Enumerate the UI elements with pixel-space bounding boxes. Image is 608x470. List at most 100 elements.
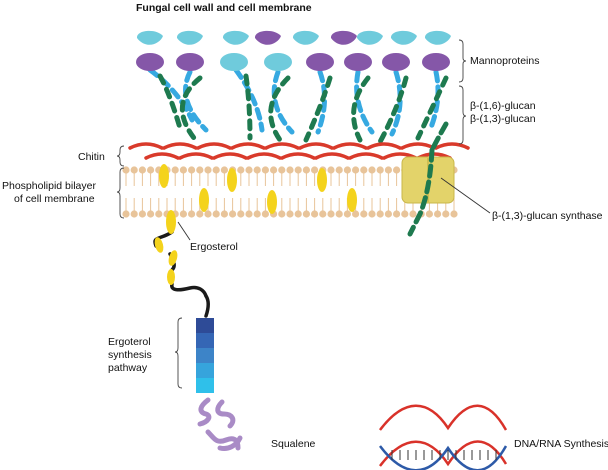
lipid-head (376, 210, 384, 218)
lipid-head (343, 166, 351, 174)
lipid-head (220, 166, 228, 174)
lipid-head (335, 210, 343, 218)
lipid-head (196, 166, 204, 174)
glucan-strand (303, 75, 333, 143)
ergosterol-chain (153, 210, 211, 318)
lipid-head (343, 210, 351, 218)
lipid-head (179, 166, 187, 174)
lipid-head (311, 166, 319, 174)
dna-strand (379, 440, 508, 467)
label-pathway-line1: Ergoterol (108, 336, 151, 348)
lipid-head (196, 210, 204, 218)
mannoprotein (176, 30, 203, 45)
lipid-head (147, 210, 155, 218)
lipid-head (237, 210, 245, 218)
glucan-strand (351, 75, 371, 143)
pathway-segment (196, 363, 214, 378)
lipid-head (237, 166, 245, 174)
chitin-fiber (196, 142, 232, 150)
chitin-fiber (332, 142, 368, 150)
label-glucan-synthase: β-(1,3)-glucan synthase (492, 210, 603, 222)
ergosterol-pathway-bar (196, 318, 214, 393)
lipid-head (393, 210, 401, 218)
lipid-head (327, 166, 335, 174)
lipid-head (360, 166, 368, 174)
lipid-head (286, 210, 294, 218)
lipid-head (425, 210, 433, 218)
glucan-chains (147, 67, 449, 145)
glucan-strand (147, 67, 195, 123)
chitin-fiber (178, 152, 214, 160)
mannoprotein (356, 30, 383, 45)
lipid-head (302, 166, 310, 174)
rna-strand (379, 404, 508, 431)
dna-strand (379, 445, 508, 470)
pathway-segment (196, 333, 214, 348)
ergosterol-in-membrane (317, 168, 327, 192)
lipid-head (138, 166, 146, 174)
mannoprotein (136, 30, 163, 45)
mannoproteins-bracket (458, 39, 467, 83)
label-beta-16-glucan: β-(1,6)-glucan (470, 100, 536, 112)
ergosterol-in-membrane (199, 188, 209, 212)
lipid-head (188, 210, 196, 218)
lipid-head (179, 210, 187, 218)
dna-helix (379, 404, 508, 470)
lipid-head (245, 210, 253, 218)
glucan-strand (427, 69, 441, 133)
lipid-head (245, 166, 253, 174)
chitin-fiber (212, 152, 248, 160)
lipid-head (286, 166, 294, 174)
lipid-head (147, 166, 155, 174)
mannoprotein (136, 53, 164, 71)
glucan-strand (233, 67, 265, 133)
lipid-head (384, 166, 392, 174)
lipid-head (261, 166, 269, 174)
chitin-fiber (128, 142, 164, 150)
ergosterol-in-membrane (347, 188, 357, 212)
mannoprotein (264, 53, 292, 71)
glucan-strand (315, 69, 327, 135)
lipid-head (302, 210, 310, 218)
lipid-head (294, 166, 302, 174)
lipid-head (311, 210, 319, 218)
lipid-head (155, 210, 163, 218)
lipid-head (261, 210, 269, 218)
label-ergosterol: Ergosterol (190, 241, 238, 253)
chitin-fiber (434, 142, 470, 150)
glucan-strand (389, 69, 403, 137)
mannoprotein (306, 53, 334, 71)
lipid-head (450, 210, 458, 218)
lipid-head (188, 166, 196, 174)
glucan-strand (377, 75, 409, 145)
diagram-title: Fungal cell wall and cell membrane (136, 2, 312, 14)
ergosterol-pointer (177, 221, 191, 241)
glucan-strand (157, 73, 183, 131)
lipid-head (278, 210, 286, 218)
lipid-head (368, 166, 376, 174)
lipid-head (376, 166, 384, 174)
lipid-head (327, 210, 335, 218)
lipid-head (352, 210, 360, 218)
lipid-head (253, 166, 261, 174)
lipid-head (204, 166, 212, 174)
chitin-bracket (116, 145, 125, 167)
label-chitin: Chitin (78, 151, 105, 163)
glucan-strand (183, 69, 209, 133)
pathway-segment (196, 348, 214, 363)
lipid-head (401, 210, 409, 218)
glucan-strand (179, 75, 203, 141)
mannoprotein (222, 30, 249, 45)
mannoprotein (424, 30, 451, 45)
lipid-head (360, 210, 368, 218)
label-pathway-line3: pathway (108, 362, 148, 374)
lipid-head (270, 166, 278, 174)
pathway-bracket (174, 317, 183, 389)
lipid-head (393, 166, 401, 174)
synthase-glucan-chain (407, 121, 449, 237)
mannoprotein (344, 53, 372, 71)
chitin-fiber (400, 142, 436, 150)
ergosterol-molecule (166, 210, 176, 234)
chitin-fiber (144, 152, 180, 160)
label-dna-rna-synthesis: DNA/RNA Synthesis (514, 438, 608, 450)
